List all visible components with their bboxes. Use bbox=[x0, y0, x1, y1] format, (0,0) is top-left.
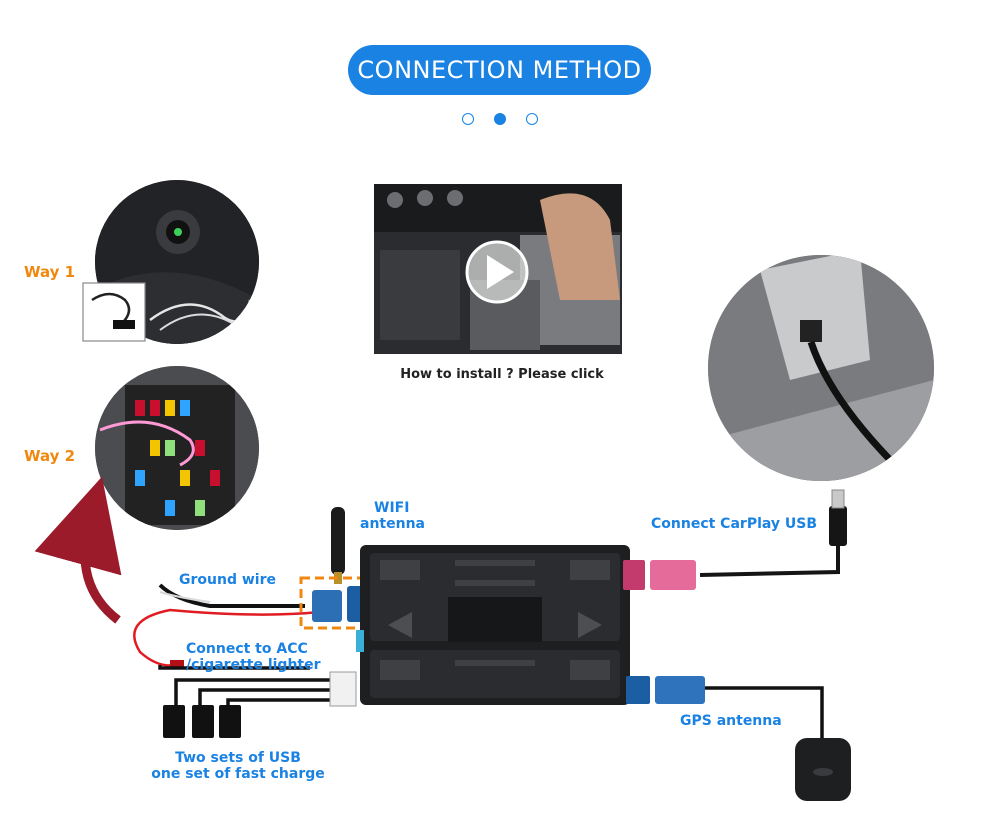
pager-dot-1[interactable] bbox=[462, 113, 474, 125]
usb-plug-icon bbox=[699, 489, 847, 577]
wifi-antenna-label: WIFI antenna bbox=[360, 500, 425, 532]
acc-label: Connect to ACC /cigarette lighter bbox=[186, 641, 321, 673]
wifi-antenna-icon bbox=[331, 507, 345, 575]
way1-photo bbox=[82, 180, 259, 344]
pager-dot-2[interactable] bbox=[494, 113, 506, 125]
carplay-usb-label: Connect CarPlay USB bbox=[651, 516, 818, 532]
usb-label: Two sets of USB one set of fast charge bbox=[151, 750, 325, 782]
play-icon[interactable] bbox=[465, 240, 529, 304]
usb-plug-2 bbox=[192, 705, 214, 738]
way2-photo bbox=[95, 366, 259, 530]
carplay-box bbox=[356, 545, 630, 705]
ground-wire-label: Ground wire bbox=[179, 572, 276, 588]
usb-plug-3 bbox=[219, 705, 241, 738]
section-title: CONNECTION METHOD bbox=[348, 45, 651, 95]
red-curved-arrow bbox=[34, 476, 122, 624]
carplay-usb-photo bbox=[708, 255, 934, 481]
way1-label: Way 1 bbox=[24, 263, 76, 281]
pager-dot-3[interactable] bbox=[526, 113, 538, 125]
video-thumbnail[interactable] bbox=[374, 184, 622, 354]
video-caption[interactable]: How to install ? Please click bbox=[400, 367, 604, 382]
usb-plug-1 bbox=[163, 705, 185, 738]
carousel-pager bbox=[462, 113, 538, 125]
highlight-box bbox=[299, 576, 389, 630]
gps-antenna-label: GPS antenna bbox=[680, 713, 782, 729]
way2-label: Way 2 bbox=[24, 447, 76, 465]
